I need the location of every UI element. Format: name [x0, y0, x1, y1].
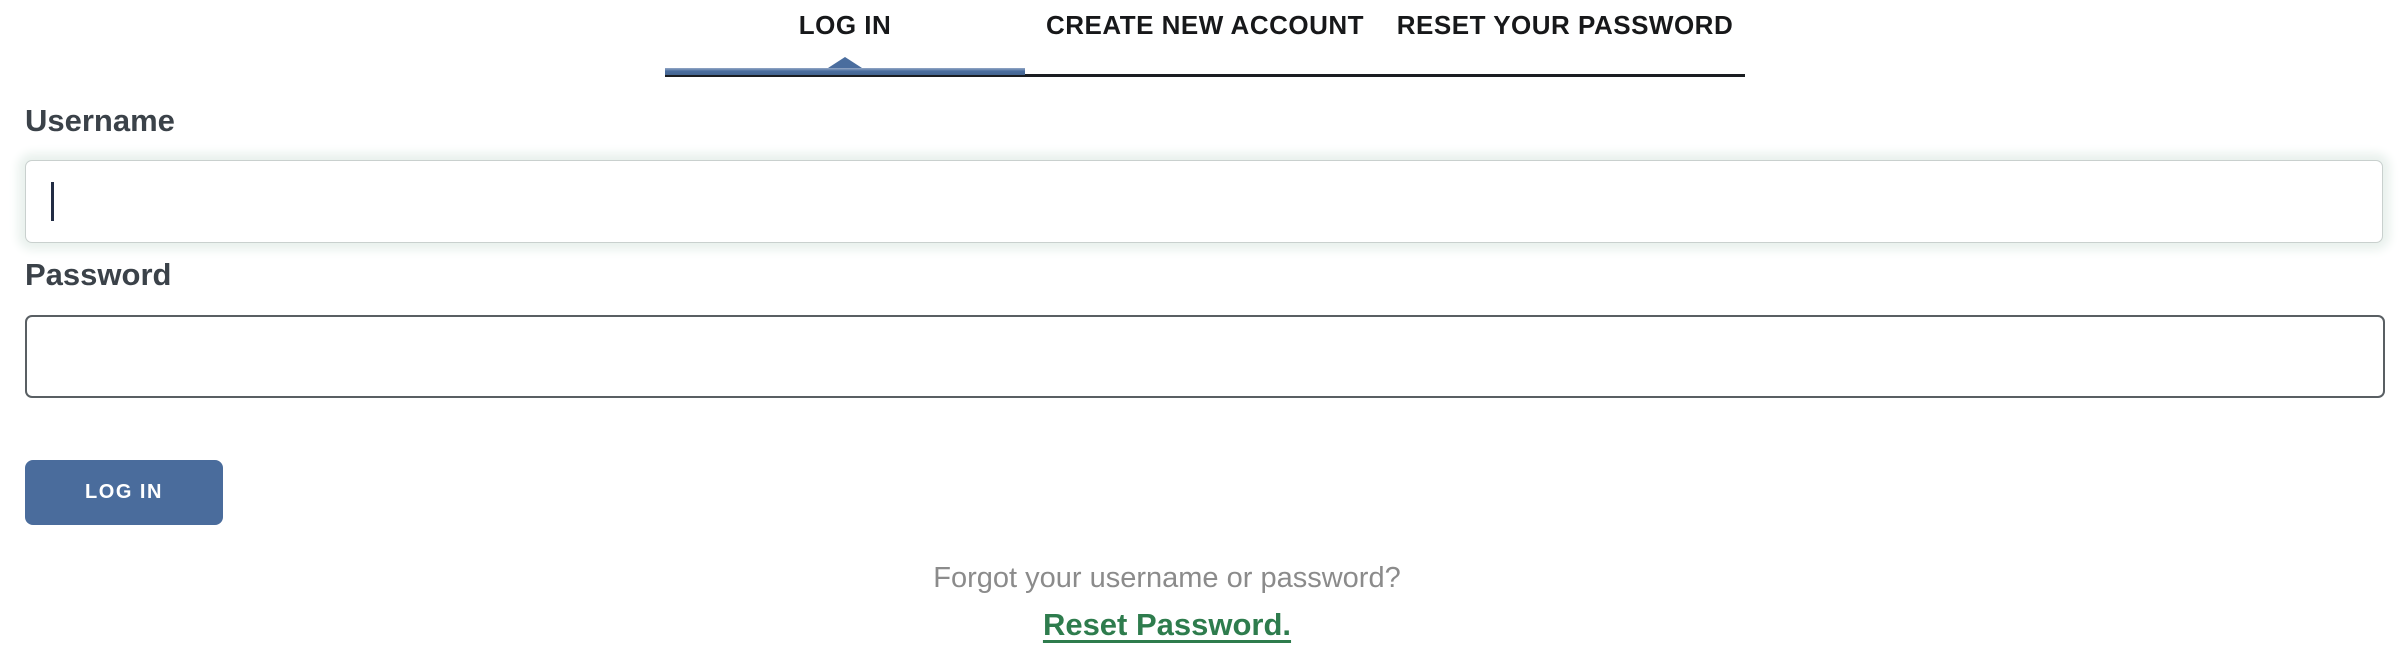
auth-tabbar: LOG IN CREATE NEW ACCOUNT RESET YOUR PAS… — [665, 0, 1745, 78]
tab-bar-underline — [665, 74, 1745, 77]
tab-reset-your-password[interactable]: RESET YOUR PASSWORD — [1396, 10, 1734, 40]
password-input[interactable] — [25, 315, 2385, 398]
active-tab-arrow-icon — [828, 57, 862, 68]
username-field-wrapper — [25, 160, 2383, 243]
tab-log-in[interactable]: LOG IN — [798, 10, 892, 40]
password-field-wrapper — [25, 315, 2385, 398]
reset-password-link[interactable]: Reset Password. — [1042, 607, 1292, 642]
password-label: Password — [25, 257, 172, 292]
forgot-credentials-text: Forgot your username or password? — [933, 562, 1401, 594]
reset-password-line: Reset Password. — [0, 607, 2334, 643]
log-in-button[interactable]: LOG IN — [25, 460, 223, 525]
username-label: Username — [25, 103, 175, 138]
username-input[interactable] — [25, 160, 2383, 243]
tabs-row: LOG IN CREATE NEW ACCOUNT RESET YOUR PAS… — [665, 0, 1745, 41]
active-tab-indicator — [665, 68, 1025, 75]
tab-create-new-account[interactable]: CREATE NEW ACCOUNT — [1045, 10, 1365, 40]
